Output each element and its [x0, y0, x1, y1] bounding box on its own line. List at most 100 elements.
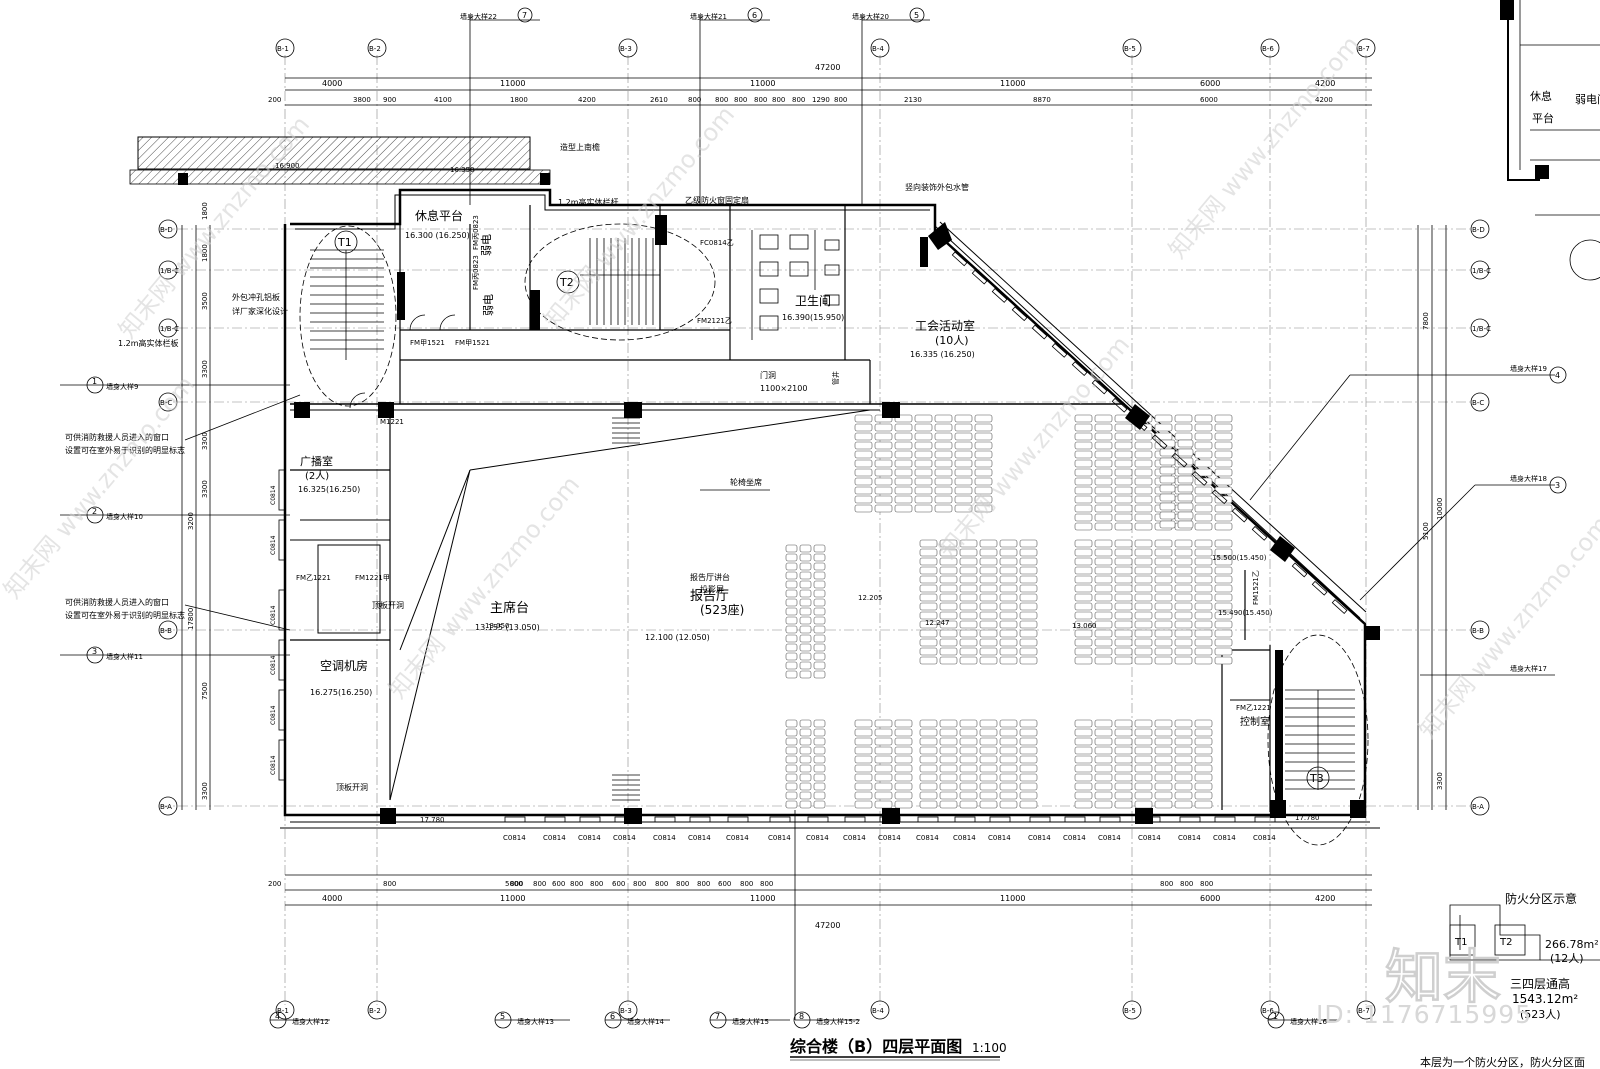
door-label: M1221 [380, 418, 404, 426]
seat [999, 719, 1018, 728]
seat [785, 589, 798, 598]
window [1254, 816, 1276, 823]
seat [914, 495, 933, 504]
note-label: 外包冲孔铝板 [232, 292, 280, 302]
seat [1177, 466, 1194, 475]
room-elevation: 12.100 (12.050) [645, 633, 710, 642]
seat [979, 575, 998, 584]
seat [854, 459, 873, 468]
structural-columns [294, 215, 1380, 824]
seat [1214, 584, 1233, 593]
seat [939, 719, 958, 728]
seat [854, 773, 873, 782]
dim-top-l1: 4200 [1315, 79, 1335, 88]
seat [1114, 620, 1133, 629]
seat [894, 719, 913, 728]
seat [1074, 513, 1093, 522]
detail-ref-bottom: 墙身大样15 [732, 1017, 769, 1026]
detail-bubble [1549, 366, 1567, 384]
dim-left-big: 3200 [187, 512, 195, 530]
seat [874, 782, 893, 791]
seat [874, 764, 893, 773]
seat [1074, 575, 1093, 584]
stair-tag-circle [1306, 766, 1330, 790]
seat [1174, 728, 1193, 737]
seat [1194, 468, 1213, 477]
detail-ref-top: 墙身大样22 [460, 12, 497, 21]
seat [1194, 800, 1213, 809]
window [989, 816, 1011, 823]
seat [1134, 504, 1153, 513]
seat [1134, 432, 1153, 441]
window [1171, 452, 1188, 468]
seat [1114, 548, 1133, 557]
seat [939, 791, 958, 800]
seat [1114, 737, 1133, 746]
dim-top-l2: 900 [383, 96, 396, 104]
seat [1094, 584, 1113, 593]
dim-bottom-l2: 800 [570, 880, 583, 888]
note-label: 1.2m高实体栏板 [118, 338, 179, 348]
toilet-fixtures [751, 230, 840, 340]
seat [1174, 584, 1193, 593]
seat [919, 548, 938, 557]
window [1099, 816, 1121, 823]
seat [1159, 493, 1176, 502]
seat [954, 495, 973, 504]
seat [1074, 791, 1093, 800]
seat [813, 643, 826, 652]
dim-bottom-l2: 800 [655, 880, 668, 888]
detail-bubble [709, 1011, 727, 1029]
seat [894, 800, 913, 809]
seat [1114, 629, 1133, 638]
seat [1134, 441, 1153, 450]
seat [919, 782, 938, 791]
seat [974, 459, 993, 468]
seat [854, 432, 873, 441]
window [1291, 562, 1308, 578]
detail-bubble-num: 6 [610, 1012, 615, 1021]
detail-ref-right: 墙身大样17 [1510, 664, 1547, 673]
seat [799, 598, 812, 607]
seat [1194, 522, 1213, 531]
seat [785, 625, 798, 634]
seat [974, 495, 993, 504]
seat [1154, 782, 1173, 791]
window [1151, 434, 1168, 450]
seat [1159, 466, 1176, 475]
seat [1094, 764, 1113, 773]
seat [1114, 468, 1133, 477]
seat [1214, 611, 1233, 620]
seat [1074, 647, 1093, 656]
seat [1019, 629, 1038, 638]
grid-bubble-label-h: B-C [160, 399, 172, 407]
seat [1074, 423, 1093, 432]
door-label: FM丙0823 [472, 215, 480, 250]
seat [813, 625, 826, 634]
seat [939, 656, 958, 665]
seat [954, 504, 973, 513]
seat [799, 553, 812, 562]
seat [1174, 575, 1193, 584]
seat [874, 728, 893, 737]
seat [1114, 513, 1133, 522]
seat [1194, 548, 1213, 557]
seat [813, 661, 826, 670]
seat [874, 486, 893, 495]
dim-left: 3500 [201, 292, 209, 310]
seat [939, 728, 958, 737]
seat [1154, 791, 1173, 800]
note-label: 管井 [831, 371, 840, 385]
dim-top-l1: 4000 [322, 79, 342, 88]
seat [1214, 504, 1233, 513]
dim-top-l2: 4100 [434, 96, 452, 104]
seat [1019, 611, 1038, 620]
seat [954, 450, 973, 459]
seat [813, 562, 826, 571]
room-name: 弱电 [482, 294, 495, 316]
dim-bottom-l2: 5000 [505, 880, 523, 888]
seat [854, 468, 873, 477]
seat [999, 629, 1018, 638]
seat [785, 616, 798, 625]
seat [1094, 513, 1113, 522]
